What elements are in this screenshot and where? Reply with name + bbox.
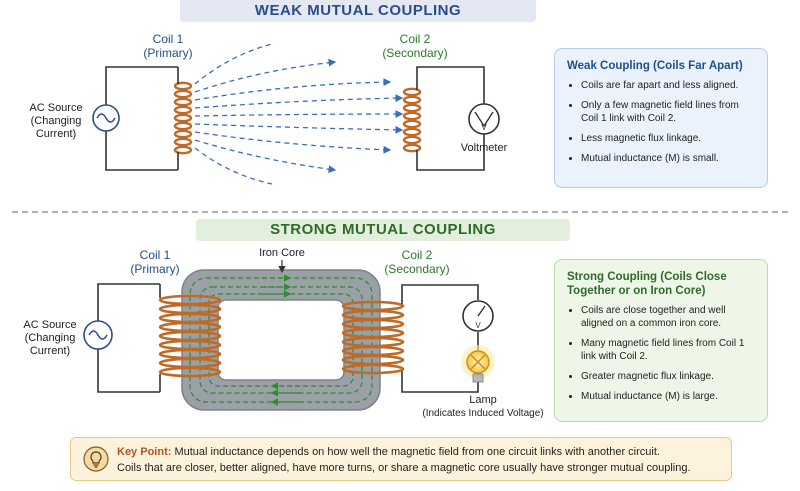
strong-bullet: Coils are close together and well aligne… xyxy=(581,304,755,330)
weak-source-line-1: AC Source xyxy=(29,102,83,114)
strong-box-title: Strong Coupling (Coils Close Together or… xyxy=(567,271,727,297)
weak-ac-source-icon xyxy=(92,104,120,132)
strong-secondary-circuit xyxy=(401,284,479,393)
strong-coupling-title: STRONG MUTUAL COUPLING xyxy=(196,219,570,241)
weak-voltmeter-label: Voltmeter xyxy=(460,142,508,154)
key-point-line-1: Key Point: Mutual inductance depends on … xyxy=(117,444,727,460)
key-point-line-1-text: Mutual inductance depends on how well th… xyxy=(174,446,660,458)
strong-ac-source-icon xyxy=(83,320,113,350)
weak-voltmeter-icon: V xyxy=(468,103,500,135)
weak-coil2-sub: (Secondary) xyxy=(382,46,448,60)
lightbulb-icon xyxy=(83,446,109,472)
weak-flux-lines xyxy=(194,43,404,185)
weak-coupling-title: WEAK MUTUAL COUPLING xyxy=(180,0,536,22)
key-point-line-2: Coils that are closer, better aligned, h… xyxy=(117,462,691,474)
key-point-box: Key Point: Mutual inductance depends on … xyxy=(70,437,732,481)
strong-bullet: Mutual inductance (M) is large. xyxy=(581,390,755,403)
weak-coil-1 xyxy=(173,67,193,170)
weak-coil1-label: Coil 1 (Primary) xyxy=(128,32,208,60)
strong-bullet-list: Coils are close together and well aligne… xyxy=(567,304,755,403)
lamp-title: Lamp xyxy=(469,394,497,406)
weak-coil2-label: Coil 2 (Secondary) xyxy=(370,32,460,60)
key-point-label: Key Point: xyxy=(117,446,172,458)
lamp-icon xyxy=(461,345,495,383)
strong-coil-2 xyxy=(341,300,405,375)
strong-source-line-3: Current) xyxy=(29,345,71,357)
weak-ac-source-label: AC Source (Changing Current) xyxy=(22,102,90,141)
strong-coil2-label: Coil 2 (Secondary) xyxy=(372,248,462,276)
strong-coil2-title: Coil 2 xyxy=(401,248,433,262)
weak-coupling-info-box: Weak Coupling (Coils Far Apart) Coils ar… xyxy=(554,48,768,188)
strong-source-line-1: AC Source xyxy=(23,319,77,331)
weak-coil1-title: Coil 1 xyxy=(152,32,184,46)
lamp-label: Lamp (Indicates Induced Voltage) xyxy=(418,394,548,420)
strong-source-line-2: (Changing xyxy=(24,332,76,344)
strong-bullet: Many magnetic field lines from Coil 1 li… xyxy=(581,337,755,363)
weak-source-line-2: (Changing xyxy=(30,115,82,127)
weak-source-line-3: Current) xyxy=(35,128,77,140)
strong-coil1-sub: (Primary) xyxy=(130,262,180,276)
weak-bullet: Less magnetic flux linkage. xyxy=(581,132,755,145)
weak-box-title: Weak Coupling (Coils Far Apart) xyxy=(567,60,743,72)
weak-bullet: Coils are far apart and less aligned. xyxy=(581,79,755,92)
strong-coil-1 xyxy=(158,284,222,392)
strong-voltmeter-icon: V xyxy=(462,300,494,332)
weak-bullet: Only a few magnetic field lines from Coi… xyxy=(581,99,755,125)
weak-bullet: Mutual inductance (M) is small. xyxy=(581,152,755,165)
svg-text:V: V xyxy=(481,123,487,132)
weak-coil1-sub: (Primary) xyxy=(143,46,193,60)
key-point-text: Key Point: Mutual inductance depends on … xyxy=(117,444,727,476)
strong-coupling-info-box: Strong Coupling (Coils Close Together or… xyxy=(554,259,768,422)
weak-coil2-title: Coil 2 xyxy=(399,32,431,46)
strong-coil2-sub: (Secondary) xyxy=(384,262,450,276)
iron-core-label: Iron Core xyxy=(259,247,305,259)
weak-bullet-list: Coils are far apart and less aligned. On… xyxy=(567,79,755,165)
weak-coil-2 xyxy=(402,87,422,153)
strong-ac-source-label: AC Source (Changing Current) xyxy=(16,319,84,358)
svg-text:V: V xyxy=(475,321,481,330)
strong-coil1-label: Coil 1 (Primary) xyxy=(115,248,195,276)
strong-bullet: Greater magnetic flux linkage. xyxy=(581,370,755,383)
lamp-sub: (Indicates Induced Voltage) xyxy=(422,408,544,419)
iron-core xyxy=(181,269,381,411)
strong-coil1-title: Coil 1 xyxy=(139,248,171,262)
section-divider xyxy=(12,211,788,213)
weak-secondary-circuit xyxy=(416,66,485,171)
